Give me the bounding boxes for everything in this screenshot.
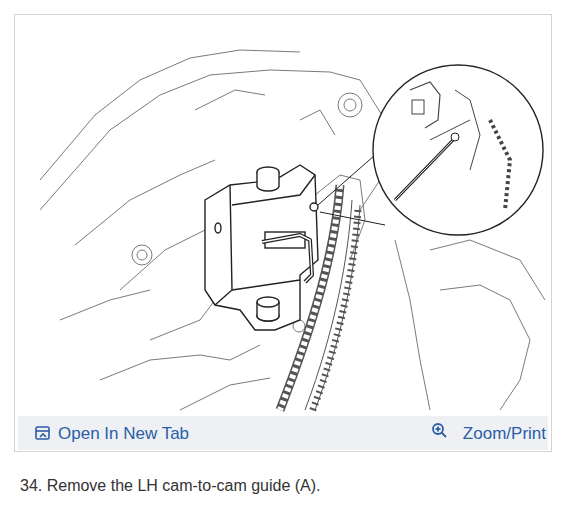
button-bar (18, 416, 548, 450)
hex-key (262, 235, 312, 282)
zoom-icon (433, 424, 446, 437)
open-tab-link: Open In New Tab (58, 424, 189, 444)
figure-frame (15, 15, 552, 452)
detail-magnifier (373, 65, 543, 235)
step-caption: 34. Remove the LH cam-to-cam guide (A). (20, 476, 321, 496)
new-tab-icon (36, 427, 49, 439)
engine-block (40, 50, 545, 410)
zoom-link: Zoom/Print (463, 424, 546, 444)
chain-tensioner (205, 165, 318, 330)
